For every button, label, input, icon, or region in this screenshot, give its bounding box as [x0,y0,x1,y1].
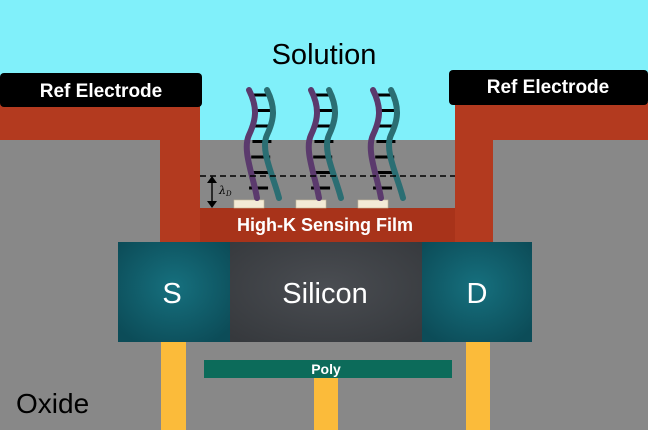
sensing-film [0,102,648,242]
ref-electrode-left-label: Ref Electrode [40,81,162,102]
debye-length-label: λD [218,184,232,198]
drain-region [422,242,532,342]
silicon-channel [230,242,422,342]
dna-strand [243,87,282,201]
solution-label: Solution [272,39,377,71]
drain-contact [466,342,490,430]
poly-label: Poly [311,361,341,377]
debye-arrow [207,176,217,208]
probe-pad [357,199,389,209]
probe-pad [233,199,265,209]
gate-contact [314,378,338,430]
dna-strand [367,87,406,201]
sensing-film-label: High-K Sensing Film [237,215,413,235]
ref-electrode-right-label: Ref Electrode [487,77,609,98]
source-region [118,242,230,342]
source-contact [161,342,186,430]
ref-electrode-left [0,73,202,107]
drain-label: D [467,278,488,310]
dna-strand [305,87,344,201]
silicon-label: Silicon [282,278,367,310]
ref-electrode-right [449,70,648,105]
source-label: S [162,278,181,310]
probe-pad [295,199,327,209]
dna-strands [243,87,406,201]
poly-gate [204,360,452,378]
oxide-label: Oxide [16,388,89,419]
